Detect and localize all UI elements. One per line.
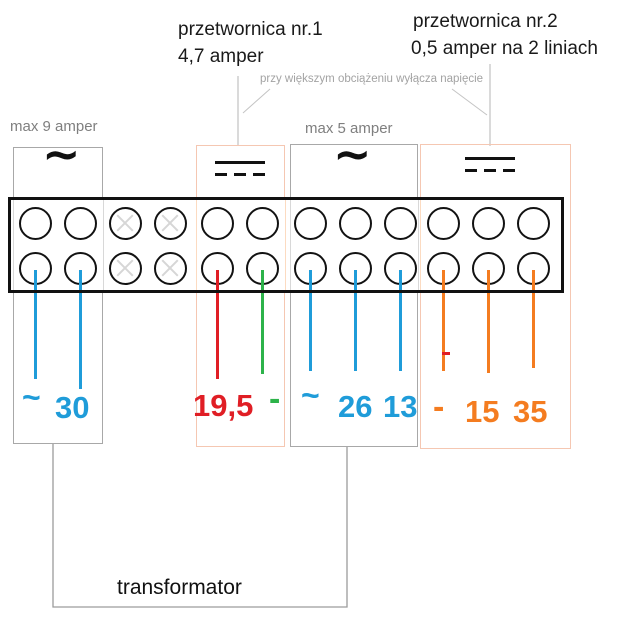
wire-label: 15 xyxy=(465,394,500,429)
wire-blue xyxy=(308,270,312,371)
box-edge-through-strip xyxy=(103,200,104,290)
wire-orange xyxy=(531,270,535,368)
max5-label: max 5 amper xyxy=(305,120,393,137)
wire-label: - xyxy=(433,388,445,426)
wire-blue xyxy=(398,270,402,371)
wire-green xyxy=(260,270,264,374)
converter2-title: przetwornica nr.2 xyxy=(413,11,558,32)
wire-blue xyxy=(33,270,37,379)
converter2-subtitle: 0,5 amper na 2 liniach xyxy=(411,38,598,59)
dc-solid-line xyxy=(465,157,515,160)
dc-dashed-line xyxy=(465,169,515,172)
converter1-subtitle: 4,7 amper xyxy=(178,46,264,67)
terminal-hole xyxy=(426,206,460,240)
ac-5amp-group-box xyxy=(290,144,418,447)
box-edge-through-strip xyxy=(418,200,419,290)
wire-blue xyxy=(78,270,82,389)
wire-red xyxy=(215,270,219,379)
terminal-strip-outline xyxy=(8,197,564,293)
dc-dashed-line xyxy=(215,173,265,176)
dc-symbol xyxy=(465,157,515,172)
wire-label: ~ xyxy=(301,377,320,413)
unused-terminal-hole xyxy=(153,251,187,285)
terminal-strip-body xyxy=(8,197,564,293)
terminal-hole xyxy=(18,206,52,240)
converter2-dc-group-box xyxy=(420,144,571,449)
terminal-hole xyxy=(245,206,279,240)
box-edge-through-strip xyxy=(196,200,197,290)
transformer-label: transformator xyxy=(117,576,242,599)
wire-label: 26 xyxy=(338,389,373,424)
wire-label: 13 xyxy=(383,389,418,424)
wire-blue xyxy=(353,270,357,371)
terminal-hole xyxy=(471,206,505,240)
terminal-hole xyxy=(200,206,234,240)
dc-symbol xyxy=(215,161,265,176)
converter1-title: przetwornica nr.1 xyxy=(178,19,323,40)
box-edge-through-strip xyxy=(420,200,421,290)
terminal-hole xyxy=(293,206,327,240)
wire-label: 35 xyxy=(513,394,548,429)
wire-label: 30 xyxy=(55,390,90,425)
wire-label: - xyxy=(269,380,281,418)
box-edge-through-strip xyxy=(13,200,14,290)
wire-label: ~ xyxy=(22,379,41,415)
max9-label: max 9 amper xyxy=(10,118,98,135)
terminal-hole xyxy=(338,206,372,240)
box-edge-through-strip xyxy=(285,200,286,290)
polarity-minus-tick xyxy=(442,352,450,355)
wire-orange xyxy=(441,270,445,371)
unused-terminal-hole xyxy=(108,251,142,285)
ac-symbol: ~ xyxy=(333,127,372,181)
box-edge-through-strip xyxy=(290,200,291,290)
terminal-hole xyxy=(516,206,550,240)
converter1-dc-group-box xyxy=(196,145,285,447)
transformer-ac-group-box xyxy=(13,147,103,444)
wire-label: 19,5 xyxy=(193,388,254,423)
ac-symbol: ~ xyxy=(42,127,81,181)
dc-solid-line xyxy=(215,161,265,164)
unused-terminal-hole xyxy=(153,206,187,240)
terminal-hole xyxy=(383,206,417,240)
terminal-hole xyxy=(63,206,97,240)
overload-note: przy większym obciążeniu wyłącza napięci… xyxy=(260,73,484,85)
unused-terminal-hole xyxy=(108,206,142,240)
wire-orange xyxy=(486,270,490,373)
